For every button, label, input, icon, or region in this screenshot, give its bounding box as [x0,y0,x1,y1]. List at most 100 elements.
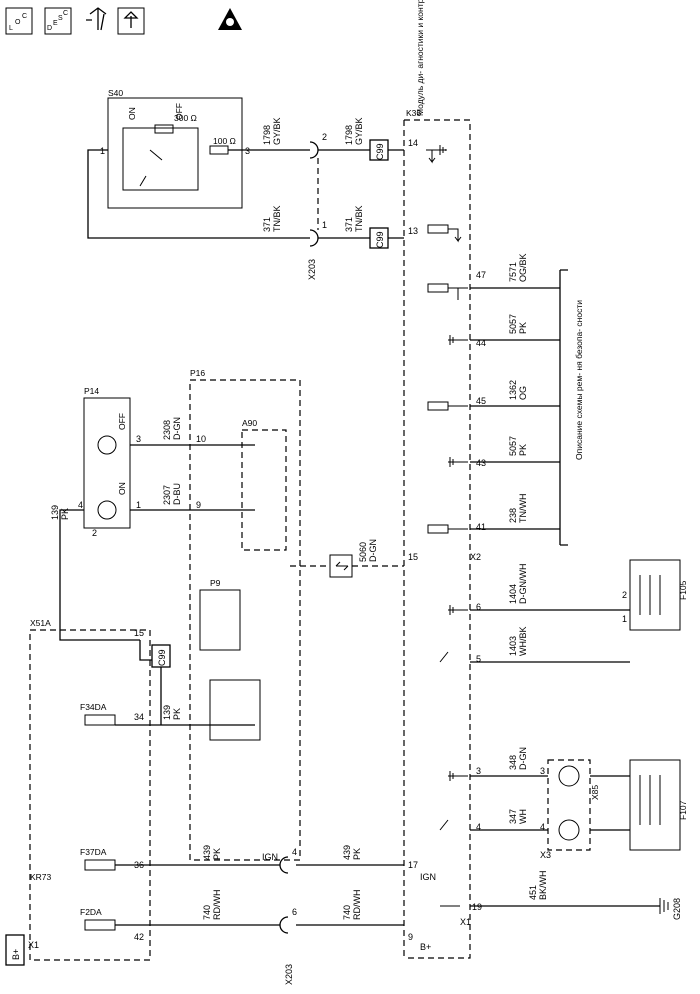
svg-text:PK: PK [352,848,362,860]
p14-indicator: P14 OFF ON 3 1 2 4 [78,386,141,538]
svg-text:1798: 1798 [262,125,272,145]
svg-text:S: S [58,15,63,22]
svg-text:1403: 1403 [508,636,518,656]
wire-371-loop [87,149,310,239]
svg-text:O: O [15,19,21,26]
svg-text:X203: X203 [284,964,294,985]
loc-icon[interactable]: L O C [5,7,33,35]
k36-internal-grounds [426,145,468,907]
k36-label: K36 [406,108,421,118]
svg-text:238: 238 [508,508,518,523]
svg-text:X1: X1 [28,940,39,950]
esd-warning-icon [218,8,242,30]
svg-text:GY/BK: GY/BK [354,117,364,145]
svg-text:WH/BK: WH/BK [518,626,528,656]
svg-text:139: 139 [162,705,172,720]
svg-text:43: 43 [476,458,486,468]
c99-connector-3: C99 [151,644,171,668]
svg-text:139: 139 [50,505,60,520]
f105-airbag: 2 1 F105 [622,559,688,631]
svg-text:2308: 2308 [162,420,172,440]
svg-text:7571: 7571 [508,262,518,282]
svg-text:3: 3 [540,766,545,776]
svg-text:X1: X1 [460,917,471,927]
battery-plus-terminal: B+ [5,934,25,966]
svg-text:B+: B+ [420,942,431,952]
svg-text:2307: 2307 [162,485,172,505]
svg-text:X3: X3 [540,850,551,860]
svg-text:X51A: X51A [30,618,51,628]
s40-on-label: ON [127,107,137,120]
svg-text:D-GN: D-GN [518,747,528,770]
svg-text:371: 371 [344,217,354,232]
svg-text:D-GN: D-GN [368,539,378,562]
svg-text:P16: P16 [190,368,205,378]
svg-text:3: 3 [476,766,481,776]
k36-desc: Модуль ди- агностики и контроля подушек … [415,0,425,116]
svg-text:PK: PK [518,444,528,456]
svg-text:2: 2 [622,590,627,600]
svg-text:PK: PK [60,508,70,520]
svg-text:TN/BK: TN/BK [272,205,282,232]
svg-text:X2: X2 [470,552,481,562]
svg-text:9: 9 [408,932,413,942]
svg-text:740: 740 [342,905,352,920]
svg-text:D: D [47,25,52,32]
svg-text:5060: 5060 [358,542,368,562]
svg-text:47: 47 [476,270,486,280]
svg-text:19: 19 [472,902,482,912]
svg-text:42: 42 [134,932,144,942]
s40-off-label: OFF [174,103,184,120]
svg-text:C99: C99 [157,649,167,666]
fuse-f37da: F37DA [80,847,116,871]
p16-instrument-panel: P16 10 9 A90 P9 IGN [189,368,301,862]
svg-text:439: 439 [342,845,352,860]
svg-text:15: 15 [408,552,418,562]
svg-text:371: 371 [262,217,272,232]
svg-text:1: 1 [322,220,327,230]
s40-label: S40 [108,88,123,98]
svg-text:14: 14 [408,138,418,148]
svg-text:4: 4 [292,847,297,857]
seatbelt-desc: Описание схемы рем- ня безопа- сности [574,300,584,460]
up-arrow-icon[interactable] [117,7,145,35]
svg-text:4: 4 [476,822,481,832]
svg-text:D-GN: D-GN [172,417,182,440]
svg-text:348: 348 [508,755,518,770]
svg-text:15: 15 [134,628,144,638]
svg-text:740: 740 [202,905,212,920]
x85-clockspring: 3 4 X3 X85 [540,759,600,860]
svg-text:IGN: IGN [262,852,278,862]
svg-text:RD/WH: RD/WH [352,890,362,921]
s40-r1-label: 300 Ω [174,113,197,123]
svg-text:X85: X85 [590,785,600,800]
svg-text:D-GN/WH: D-GN/WH [518,564,528,605]
svg-text:45: 45 [476,396,486,406]
svg-text:OG/BK: OG/BK [518,253,528,282]
svg-text:44: 44 [476,338,486,348]
svg-text:B+: B+ [11,949,21,960]
svg-text:F2DA: F2DA [80,907,102,917]
svg-text:17: 17 [408,860,418,870]
svg-text:TN/BK: TN/BK [354,205,364,232]
svg-text:C: C [63,10,68,17]
svg-text:2: 2 [92,528,97,538]
svg-text:KR73: KR73 [30,872,52,882]
svg-text:9: 9 [196,500,201,510]
svg-text:4: 4 [540,822,545,832]
svg-text:439: 439 [202,845,212,860]
svg-text:5: 5 [476,654,481,664]
x203-connector-bottom: 4 6 X203 [279,847,297,985]
svg-text:GY/BK: GY/BK [272,117,282,145]
svg-text:3: 3 [245,146,250,156]
svg-text:2: 2 [322,132,327,142]
svg-text:G208: G208 [672,898,682,920]
svg-text:1798: 1798 [344,125,354,145]
tools-icon[interactable] [86,7,107,31]
svg-text:C99: C99 [375,143,385,160]
data-link-icon [329,554,353,578]
svg-text:1362: 1362 [508,380,518,400]
s40-r2-label: 100 Ω [213,136,236,146]
c99-connector-1: C99 [369,139,389,161]
desc-icon[interactable]: D E S C [44,7,72,35]
